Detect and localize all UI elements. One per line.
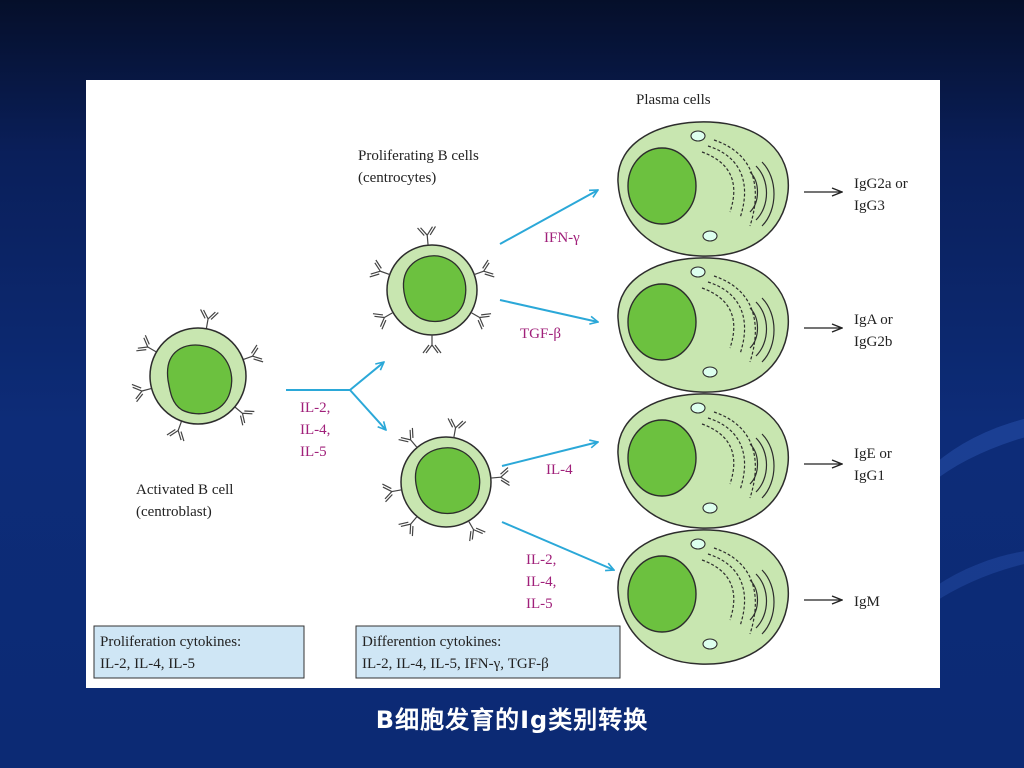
arrow-il4 [501, 442, 598, 467]
proliferation-box-title: Proliferation cytokines: [100, 634, 241, 650]
arrows [286, 189, 614, 570]
differentiation-box-list: IL-2, IL-4, IL-5, IFN-γ, TGF-β [362, 656, 549, 672]
plasma-cell [617, 529, 790, 665]
proliferating-b-cell-bottom [400, 436, 492, 528]
activated-b-cell [131, 308, 264, 442]
cytokine-prolif-2: IL-4, [300, 422, 330, 438]
output-1-line2: IgG3 [854, 198, 885, 214]
output-2-line1: IgA or [854, 312, 893, 328]
differentiation-box-title: Differention cytokines: [362, 634, 501, 650]
cytokine-tgf: TGF-β [520, 326, 561, 342]
output-1-line1: IgG2a or [854, 176, 908, 192]
output-arrows [804, 192, 842, 600]
arrow-to-bottom-proliferating [349, 389, 386, 430]
cytokine-il4: IL-4 [546, 462, 573, 478]
plasma-cell [617, 393, 790, 529]
activated-label: Activated B cell [136, 482, 233, 498]
output-4-line1: IgM [854, 594, 880, 610]
plasma-cell [617, 257, 790, 393]
output-3-line2: IgG1 [854, 468, 885, 484]
proliferation-box-list: IL-2, IL-4, IL-5 [100, 656, 195, 672]
activated-sublabel: (centroblast) [136, 504, 212, 520]
arrow-ifn [499, 189, 598, 245]
output-2-line2: IgG2b [854, 334, 892, 350]
plasma-cells-label: Plasma cells [636, 92, 711, 108]
slide-caption: B细胞发育的Ig类别转换 [375, 706, 649, 734]
antibody-icon [416, 225, 438, 247]
cytokine-diff-1: IL-2, [526, 552, 556, 568]
cytokine-diff-2: IL-4, [526, 574, 556, 590]
antibody-icon [196, 308, 219, 331]
arrow-tgf [499, 299, 598, 322]
antibody-icon [381, 480, 404, 503]
arrow-to-top-proliferating [349, 362, 384, 391]
proliferation-cytokines-box: Proliferation cytokines: IL-2, IL-4, IL-… [93, 625, 305, 679]
antibody-icon [489, 466, 511, 488]
differentiation-cytokines-box: Differention cytokines: IL-2, IL-4, IL-5… [355, 625, 621, 679]
antibody-icon [444, 417, 467, 440]
proliferating-b-cell-top [386, 244, 478, 336]
proliferating-sublabel: (centrocytes) [358, 170, 436, 186]
cytokine-prolif-3: IL-5 [300, 444, 327, 460]
cytokine-diff-3: IL-5 [526, 596, 553, 612]
cytokine-prolif-1: IL-2, [300, 400, 330, 416]
cytokine-ifn: IFN-γ [544, 230, 580, 246]
proliferating-label: Proliferating B cells [358, 148, 479, 164]
arrow-il2-il4-il5 [501, 521, 614, 570]
diagram-panel: Plasma cells Proliferating B cells (cent… [86, 80, 940, 688]
class-switching-diagram: Plasma cells Proliferating B cells (cent… [93, 92, 908, 679]
plasma-cell [617, 121, 790, 257]
antibody-icon [422, 334, 442, 354]
output-3-line1: IgE or [854, 446, 892, 462]
